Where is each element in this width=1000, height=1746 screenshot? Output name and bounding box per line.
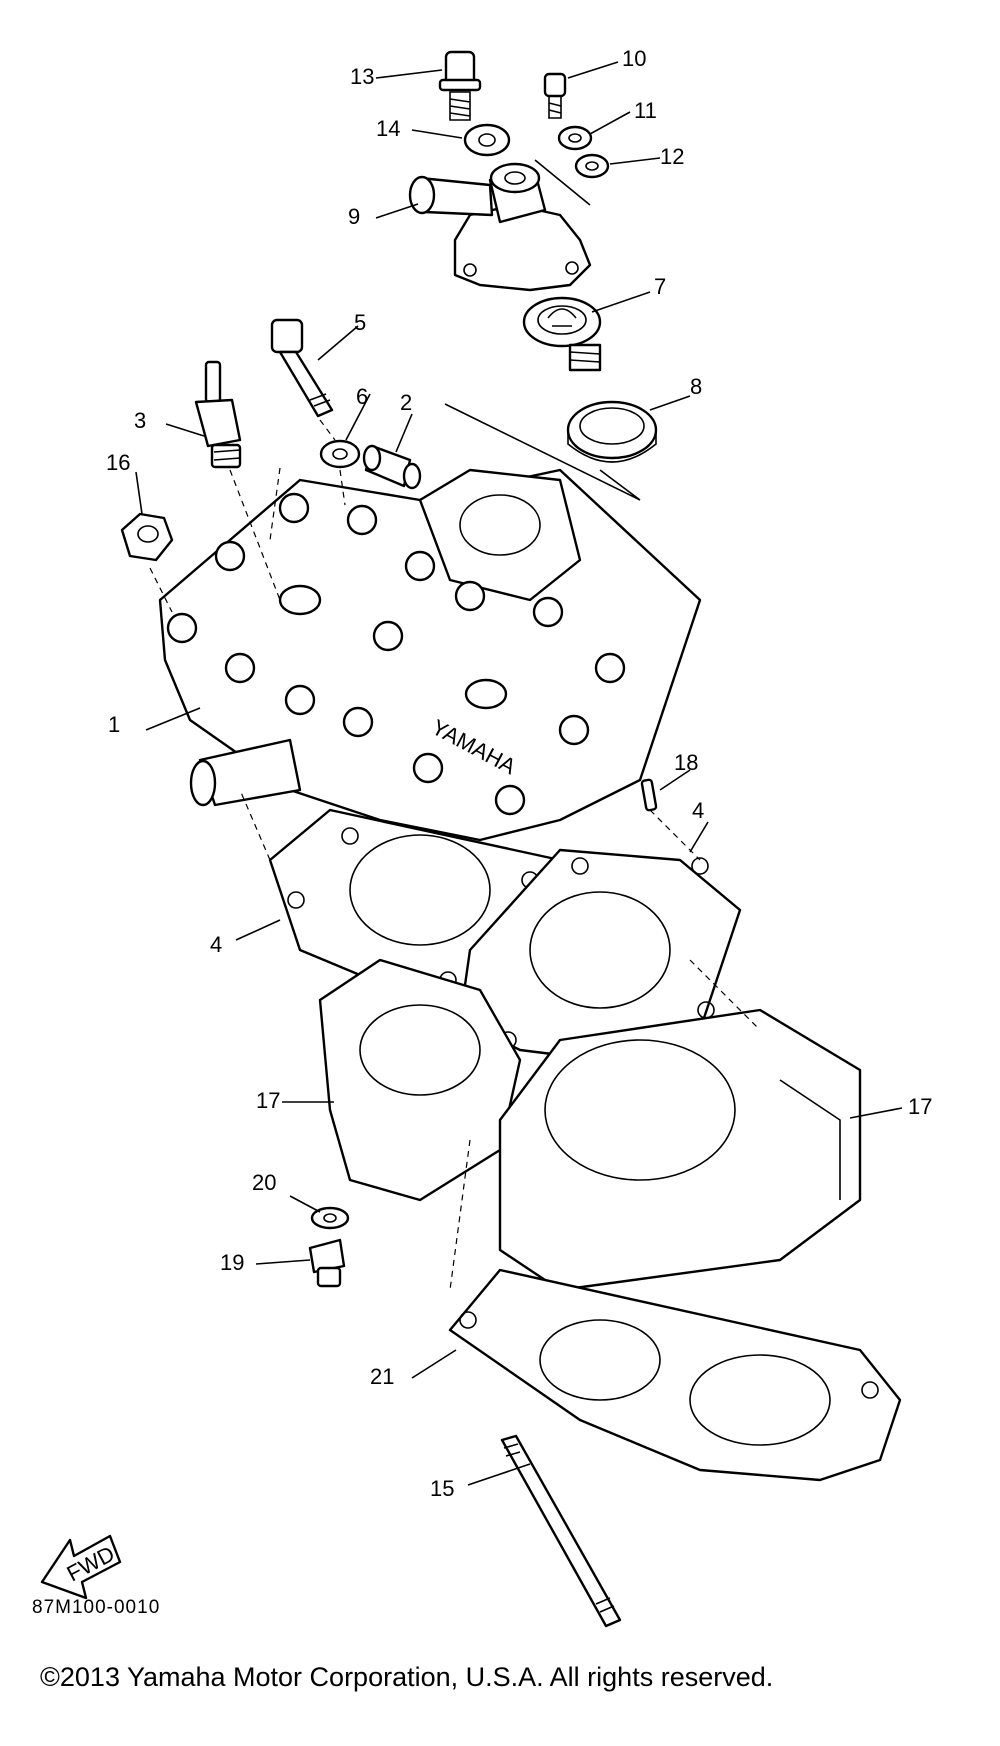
spark-plug-3 bbox=[194, 360, 242, 469]
part-number-16: 16 bbox=[106, 450, 130, 475]
exploded-parts-diagram: YAMAHA bbox=[40, 46, 932, 1628]
washer-11 bbox=[557, 125, 593, 151]
part-number-19: 19 bbox=[220, 1250, 244, 1275]
leader-lines bbox=[135, 61, 903, 1486]
part-number-15: 15 bbox=[430, 1476, 454, 1501]
part-number-5: 5 bbox=[354, 310, 366, 335]
part-number-11: 11 bbox=[634, 98, 657, 123]
part-number-6: 6 bbox=[356, 384, 368, 409]
pin-18 bbox=[640, 778, 658, 812]
seal-8 bbox=[566, 400, 658, 463]
nut-16 bbox=[120, 512, 174, 562]
part-number-14: 14 bbox=[376, 116, 400, 141]
part-number-3: 3 bbox=[134, 408, 146, 433]
bolt-19 bbox=[308, 1238, 346, 1288]
thermostat-cover-9 bbox=[408, 159, 592, 292]
washer-20 bbox=[310, 1206, 350, 1230]
washer-14 bbox=[463, 123, 511, 157]
part-number-17: 17 bbox=[908, 1094, 932, 1119]
part-number-21: 21 bbox=[370, 1364, 394, 1389]
part-number-4: 4 bbox=[210, 932, 222, 957]
part-number-1: 1 bbox=[108, 712, 120, 737]
part-number-9: 9 bbox=[348, 204, 360, 229]
part-number-8: 8 bbox=[690, 374, 702, 399]
part-number-7: 7 bbox=[654, 274, 666, 299]
cylinder-head-1: YAMAHA bbox=[158, 468, 702, 842]
part-number-17: 17 bbox=[256, 1088, 280, 1113]
base-gasket-21 bbox=[448, 1268, 902, 1482]
fitting-2 bbox=[362, 444, 422, 490]
bolt-10 bbox=[543, 72, 567, 119]
part-number-13: 13 bbox=[350, 64, 374, 89]
alignment-lines bbox=[149, 419, 761, 1291]
copyright-notice: ©2013 Yamaha Motor Corporation, U.S.A. A… bbox=[40, 1662, 774, 1692]
part-number-18: 18 bbox=[674, 750, 698, 775]
part-number-2: 2 bbox=[400, 390, 412, 415]
reference-triangle-upper bbox=[444, 403, 641, 501]
part-number-20: 20 bbox=[252, 1170, 276, 1195]
part-number-4: 4 bbox=[692, 798, 704, 823]
bolt-5 bbox=[270, 318, 334, 418]
part-number-12: 12 bbox=[660, 144, 684, 169]
forward-arrow-icon: FWD bbox=[40, 1534, 122, 1600]
bolt-13 bbox=[438, 50, 482, 121]
thermostat-7 bbox=[522, 296, 602, 372]
part-number-10: 10 bbox=[622, 46, 646, 71]
washer-12 bbox=[574, 153, 610, 179]
cylinder-17-right bbox=[498, 1008, 862, 1292]
diagram-code: 87M100-0010 bbox=[32, 1597, 161, 1618]
washer-6 bbox=[319, 439, 361, 469]
stud-bolt-15 bbox=[500, 1434, 622, 1628]
